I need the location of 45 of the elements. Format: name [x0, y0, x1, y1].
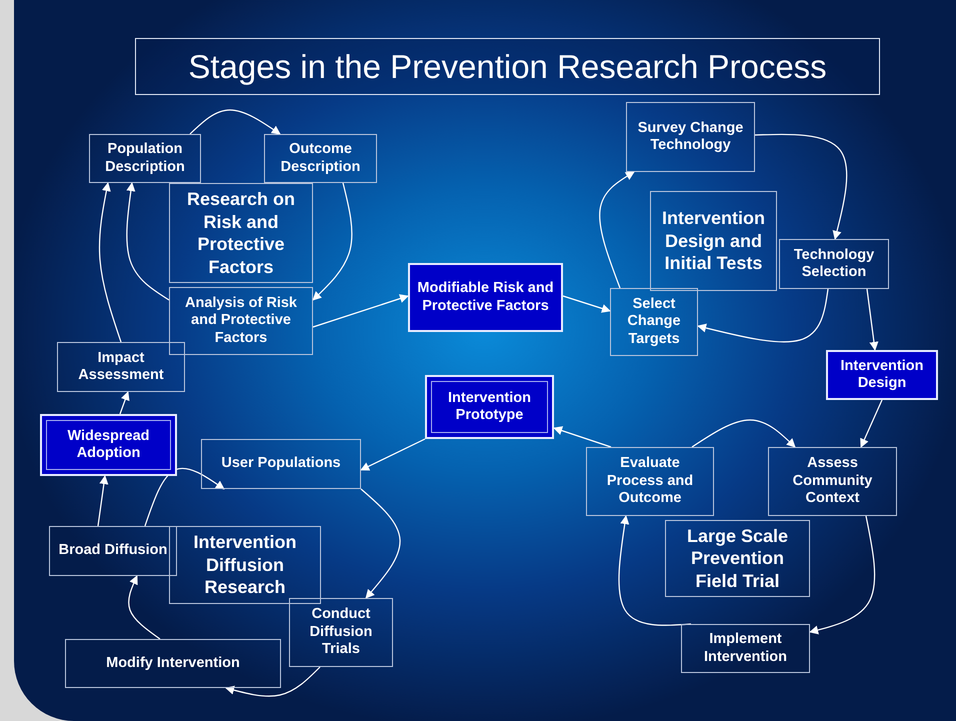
process-box: Conduct Diffusion Trials [289, 598, 393, 667]
arrow [97, 475, 108, 526]
process-box: Outcome Description [264, 134, 377, 183]
arrow [866, 288, 878, 351]
arrow [128, 575, 160, 640]
process-box: Modify Intervention [65, 639, 281, 688]
stage-box: Intervention Design and Initial Tests [650, 191, 777, 291]
process-box: Broad Diffusion [49, 526, 177, 576]
arrow [144, 468, 225, 526]
process-box: Assess Community Context [768, 447, 897, 516]
arrow [562, 295, 611, 313]
stage-box: Large Scale Prevention Field Trial [665, 520, 810, 597]
arrow [98, 182, 122, 342]
process-box: Impact Assessment [57, 342, 185, 392]
highlight-box: Modifiable Risk and Protective Factors [408, 263, 563, 332]
process-box: User Populations [201, 439, 361, 489]
arrow [860, 400, 883, 448]
arrow [360, 438, 426, 471]
process-box: Population Description [89, 134, 201, 183]
arrow [553, 426, 612, 448]
stage-box: Intervention Diffusion Research [169, 526, 321, 604]
process-box: Evaluate Process and Outcome [586, 447, 714, 516]
process-box: Technology Selection [779, 239, 889, 289]
arrow [754, 134, 848, 240]
arrow [599, 171, 635, 288]
arrow [312, 182, 352, 301]
arrow [225, 666, 320, 697]
arrow [692, 419, 796, 448]
highlight-box: Intervention Design [826, 350, 938, 400]
process-box: Implement Intervention [681, 624, 810, 673]
highlight-box: Intervention Prototype [425, 375, 554, 439]
process-box: Select Change Targets [610, 288, 698, 356]
arrow [312, 294, 409, 328]
process-box: Survey Change Technology [626, 102, 755, 172]
arrow [190, 109, 281, 134]
stage-box: Research on Risk and Protective Factors [169, 183, 313, 283]
arrow [360, 488, 401, 599]
title: Stages in the Prevention Research Process [135, 38, 880, 95]
arrow [697, 288, 829, 342]
process-box: Analysis of Risk and Protective Factors [169, 287, 313, 355]
arrow [618, 515, 692, 626]
highlight-box: Widespread Adoption [40, 414, 177, 476]
arrow [126, 182, 170, 300]
arrow [119, 391, 130, 414]
arrow [809, 516, 876, 634]
